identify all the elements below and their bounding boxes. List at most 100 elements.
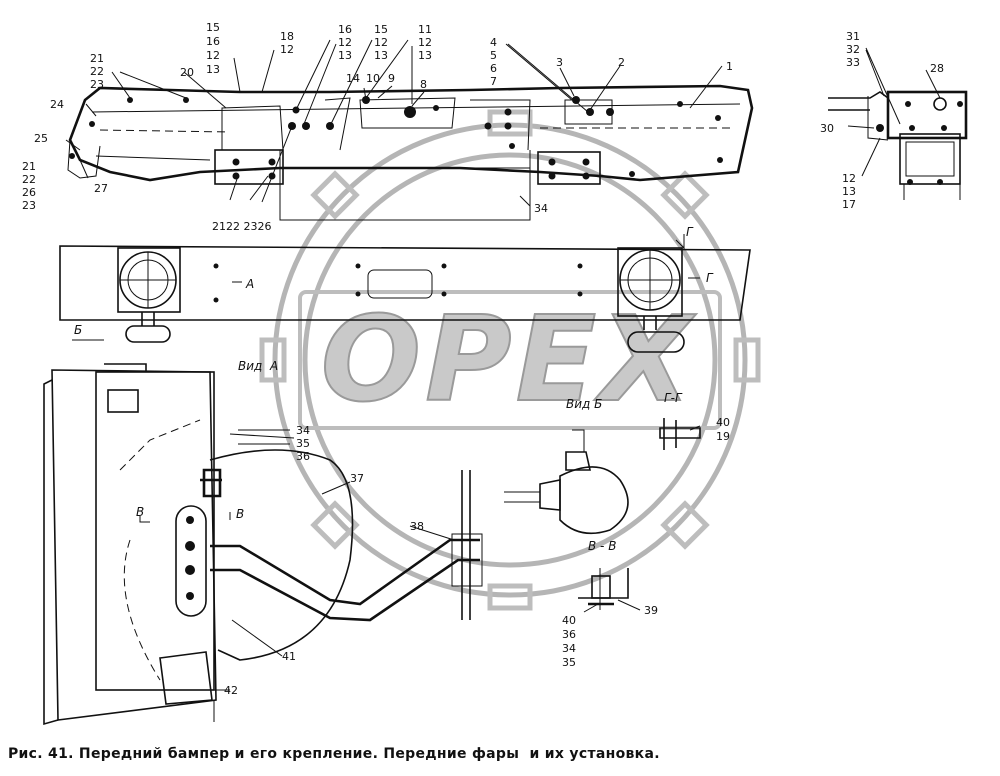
svg-text:13: 13: [842, 185, 856, 198]
svg-text:12: 12: [374, 36, 388, 49]
label-part-37: 37: [350, 472, 364, 485]
bracket-39-detail: [578, 568, 629, 610]
label-part-24: 24: [50, 98, 64, 111]
svg-text:12: 12: [842, 172, 856, 185]
svg-text:36: 36: [562, 628, 576, 641]
label-part-9: 9: [388, 72, 395, 85]
label-stack-21-22-23-top: 21 22 23: [90, 52, 104, 91]
label-part-42: 42: [224, 684, 238, 697]
label-part-27: 27: [94, 182, 108, 195]
svg-text:12: 12: [418, 36, 432, 49]
section-gg-detail: [659, 418, 701, 450]
label-stack-40-19: 40 19: [716, 416, 730, 443]
label-stack-40-36-34-35: 40 36 34 35: [562, 614, 576, 669]
label-arrow-b: Б: [74, 323, 82, 337]
label-stack-31-32-33: 31 32 33: [846, 30, 860, 69]
svg-text:23: 23: [90, 78, 104, 91]
svg-text:23: 23: [22, 199, 36, 212]
svg-text:13: 13: [338, 49, 352, 62]
label-arrow-v2: В: [236, 507, 244, 521]
svg-text:19: 19: [716, 430, 730, 443]
label-stack-15-12-13: 15 12 13: [374, 23, 388, 62]
view-labels: Вид А Вид Б Г-Г В - В А Б В В Г Г: [74, 225, 714, 553]
svg-text:16: 16: [338, 23, 352, 36]
svg-text:35: 35: [296, 437, 310, 450]
svg-text:40: 40: [716, 416, 730, 429]
label-part-14: 14: [346, 72, 360, 85]
svg-text:13: 13: [206, 63, 220, 76]
svg-text:12: 12: [206, 49, 220, 62]
label-stack-4-5-6-7: 4 5 6 7: [490, 36, 497, 88]
leader-lines: [65, 39, 941, 691]
svg-text:32: 32: [846, 43, 860, 56]
mount-view-a: [43, 363, 483, 726]
figure-caption: Рис. 41. Передний бампер и его крепление…: [8, 746, 660, 762]
label-part-28: 28: [930, 62, 944, 75]
watermark-text: OPEX: [321, 290, 696, 428]
svg-text:22: 22: [22, 173, 36, 186]
svg-text:34: 34: [562, 642, 576, 655]
label-stack-16-12-13: 16 12 13: [338, 23, 352, 62]
label-stack-11-12-13: 11 12 13: [418, 23, 432, 62]
svg-text:15: 15: [374, 23, 388, 36]
svg-text:26: 26: [22, 186, 36, 199]
svg-text:13: 13: [374, 49, 388, 62]
svg-text:22: 22: [90, 65, 104, 78]
bumper-front-view: [59, 234, 751, 353]
label-part-25: 25: [34, 132, 48, 145]
svg-text:31: 31: [846, 30, 860, 43]
label-part-39: 39: [644, 604, 658, 617]
label-part-3: 3: [556, 56, 563, 69]
label-stack-12-13-17: 12 13 17: [842, 172, 856, 211]
svg-text:34: 34: [296, 424, 310, 437]
svg-text:21: 21: [22, 160, 36, 173]
label-vid-b: Вид Б: [566, 397, 602, 411]
label-stack-21-22-26-23: 21 22 26 23: [22, 160, 36, 212]
svg-text:12: 12: [338, 36, 352, 49]
label-section-vv: В - В: [588, 539, 616, 553]
svg-text:11: 11: [418, 23, 432, 36]
label-part-41: 41: [282, 650, 296, 663]
label-part-30: 30: [820, 122, 834, 135]
svg-text:4: 4: [490, 36, 497, 49]
bumper-side-detail: [828, 90, 968, 200]
label-section-gg: Г-Г: [664, 391, 683, 405]
headlight-right: [617, 247, 685, 353]
svg-text:16: 16: [206, 35, 220, 48]
svg-text:7: 7: [490, 75, 497, 88]
svg-text:6: 6: [490, 62, 497, 75]
label-stack-21-22-23-26-bottom: 2122 2326: [212, 220, 272, 233]
label-arrow-g1: Г: [686, 225, 694, 239]
part-labels: 1 2 3 8 9 10 14 20 24 25 27 28 30 34 37 …: [22, 21, 944, 697]
label-part-10: 10: [366, 72, 380, 85]
headlight-left: [117, 247, 181, 343]
label-stack-15-16-12-13: 15 16 12 13: [206, 21, 220, 76]
label-part-20: 20: [180, 66, 194, 79]
label-arrow-g2: Г: [706, 271, 714, 285]
label-part-34a: 34: [534, 202, 548, 215]
label-part-38: 38: [410, 520, 424, 533]
label-part-1: 1: [726, 60, 733, 73]
svg-text:35: 35: [562, 656, 576, 669]
section-vv-detail: [504, 429, 629, 535]
label-stack-18-12: 18 12: [280, 30, 294, 56]
label-part-8: 8: [420, 78, 427, 91]
svg-text:15: 15: [206, 21, 220, 34]
svg-text:13: 13: [418, 49, 432, 62]
svg-text:40: 40: [562, 614, 576, 627]
svg-text:21: 21: [90, 52, 104, 65]
label-part-2: 2: [618, 56, 625, 69]
label-stack-34-35-36: 34 35 36: [296, 424, 310, 463]
svg-text:18: 18: [280, 30, 294, 43]
svg-text:36: 36: [296, 450, 310, 463]
svg-text:12: 12: [280, 43, 294, 56]
svg-text:33: 33: [846, 56, 860, 69]
label-vid-a: Вид А: [238, 359, 278, 373]
svg-text:5: 5: [490, 49, 497, 62]
bumper-assembly: [67, 84, 754, 221]
svg-text:17: 17: [842, 198, 856, 211]
label-arrow-a: А: [245, 277, 254, 291]
label-arrow-v1: В: [136, 505, 144, 519]
